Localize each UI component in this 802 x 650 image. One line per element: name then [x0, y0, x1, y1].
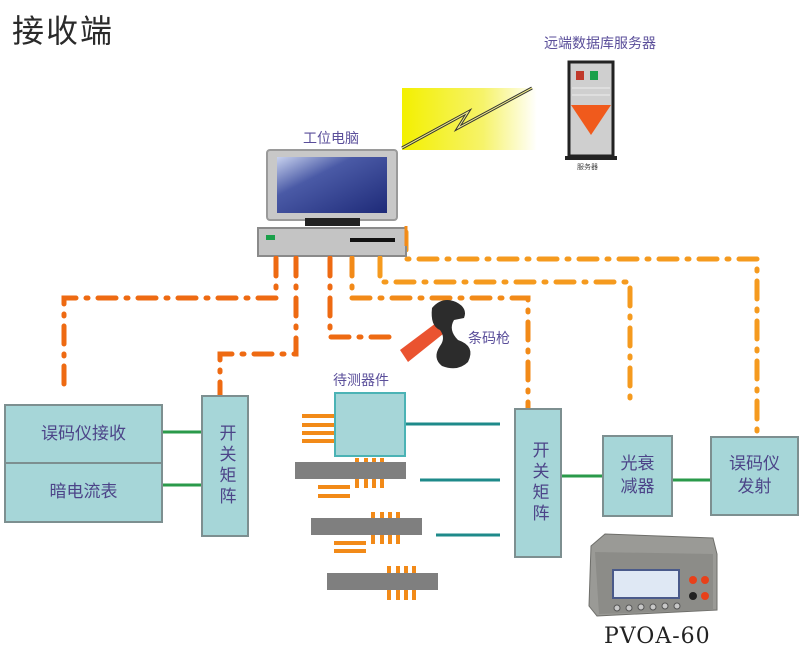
- switch-matrix-left-label: 开关矩阵: [215, 424, 236, 508]
- control-line-ber-receiver: [61, 255, 279, 389]
- barcode-scanner-icon[interactable]: [400, 300, 471, 369]
- control-line-ber-transmitter: [403, 229, 760, 443]
- switch-matrix-right-box[interactable]: 开关矩阵: [514, 408, 562, 558]
- device-buttons: [613, 602, 681, 612]
- switch-matrix-left-box[interactable]: 开关矩阵: [201, 395, 249, 537]
- control-line-barcode: [327, 255, 395, 340]
- optical-attenuator-label: 光衰减器: [620, 454, 655, 497]
- workstation-computer[interactable]: [257, 149, 408, 272]
- barcode-scanner-label: 条码枪: [468, 331, 510, 347]
- dut-label: 待测器件: [333, 373, 389, 389]
- device-red-terminal: [689, 576, 697, 584]
- control-line-switch-right: [349, 255, 531, 411]
- attenuator-device-image[interactable]: [585, 532, 719, 618]
- ber-transmitter-label: 误码仪发射: [729, 454, 780, 497]
- workstation-label: 工位电脑: [303, 131, 359, 147]
- device-lcd-display: [612, 569, 680, 599]
- dark-current-meter-label: 暗电流表: [49, 482, 118, 503]
- dut-carrier-3: [327, 573, 438, 590]
- dark-current-meter-box[interactable]: 暗电流表: [4, 462, 163, 523]
- server-rack-icon[interactable]: [565, 60, 617, 160]
- switch-matrix-right-label: 开关矩阵: [528, 441, 549, 525]
- dut-chip-1[interactable]: [334, 392, 406, 457]
- ber-receiver-label: 误码仪接收: [41, 423, 126, 444]
- signal-lines: [162, 430, 711, 487]
- scan-beam: [400, 320, 448, 362]
- scanner-body: [431, 300, 471, 369]
- control-line-switch-left: [217, 255, 299, 399]
- attenuator-device-label: PVOA-60: [604, 624, 711, 649]
- fiber-lines: [405, 422, 500, 537]
- diagram-title: 接收端: [12, 12, 115, 50]
- disk-drive-slot: [350, 238, 395, 242]
- device-black-terminal: [689, 592, 697, 600]
- ber-receiver-box[interactable]: 误码仪接收: [4, 404, 163, 464]
- server-logo-triangle: [571, 105, 611, 135]
- server-caption: 服务器: [577, 163, 598, 171]
- ber-transmitter-box[interactable]: 误码仪发射: [710, 436, 799, 516]
- control-lines: [61, 229, 760, 443]
- server-green-light: [590, 71, 598, 80]
- monitor-screen: [277, 157, 387, 213]
- remote-server-label: 远端数据库服务器: [544, 36, 656, 52]
- dut-carrier-2: [311, 518, 422, 535]
- monitor-stand: [305, 218, 360, 226]
- wireless-link: [401, 86, 537, 150]
- power-led-icon: [266, 235, 275, 240]
- server-red-light: [576, 71, 584, 80]
- optical-attenuator-box[interactable]: 光衰减器: [602, 435, 673, 517]
- dut-carrier-1: [295, 462, 406, 479]
